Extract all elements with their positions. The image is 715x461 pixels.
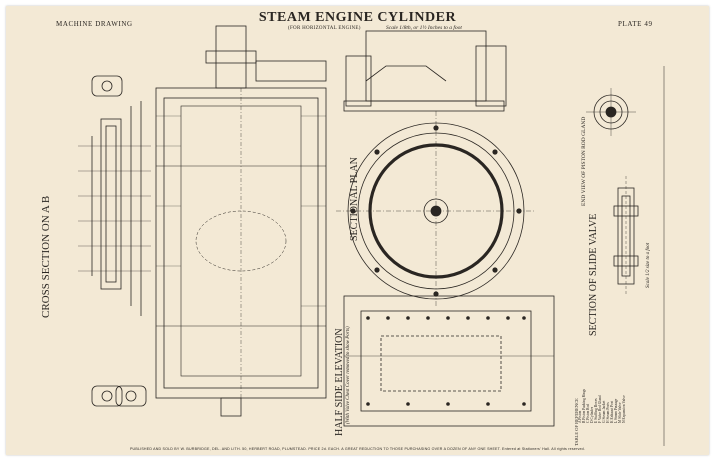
half-side-elevation-view bbox=[343, 295, 555, 427]
sectional-plan-label: SECTIONAL PLAN bbox=[349, 157, 360, 241]
half-side-elevation-note: (With Valve Chest Cover removed to show … bbox=[346, 326, 351, 424]
slide-valve-view bbox=[613, 176, 639, 296]
drawing-sheet: MACHINE DRAWING STEAM ENGINE CYLINDER (F… bbox=[6, 6, 709, 455]
engineering-drawing bbox=[78, 25, 665, 446]
cross-section-label: CROSS SECTION ON A B bbox=[40, 195, 52, 318]
slide-valve-label: SECTION OF SLIDE VALVE bbox=[588, 213, 599, 336]
reference-item: N Expansion Valve bbox=[622, 395, 626, 423]
plate-subtitle: (FOR HORIZONTAL ENGINE) bbox=[288, 26, 361, 31]
gland-end-view bbox=[586, 88, 636, 136]
cross-section-view bbox=[78, 75, 151, 407]
plate-scale: Scale 1/8th, or 1½ Inches to a foot bbox=[386, 25, 462, 31]
end-view-label: END VIEW OF PISTON ROD GLAND bbox=[581, 116, 587, 206]
plate-number: PLATE 49 bbox=[618, 20, 653, 28]
cylinder-elevation-view bbox=[155, 25, 327, 417]
plate-title: STEAM ENGINE CYLINDER bbox=[258, 10, 457, 25]
sectional-plan-view bbox=[336, 30, 536, 306]
half-side-elevation-label: HALF SIDE ELEVATION bbox=[334, 328, 345, 436]
publisher-footer: PUBLISHED AND SOLD BY W. BURBRIDGE, DEL.… bbox=[129, 447, 586, 451]
series-title: MACHINE DRAWING bbox=[56, 20, 133, 28]
slide-valve-scale: Scale 1/2 size to a foot bbox=[646, 242, 651, 288]
